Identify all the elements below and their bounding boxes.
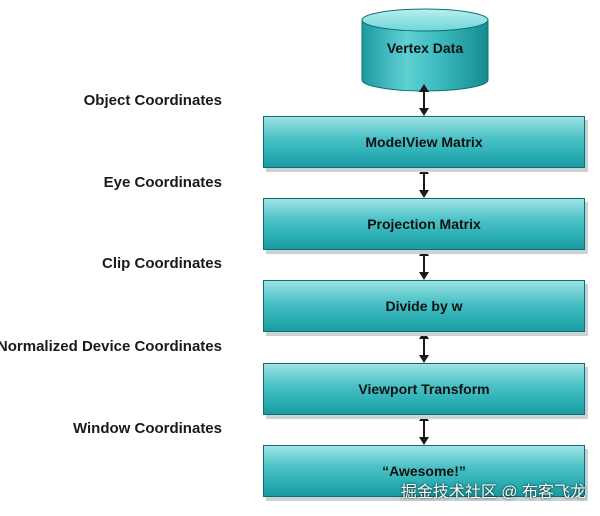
connector-arrow-1: [419, 84, 429, 116]
clip-coordinates-label: Clip Coordinates: [101, 255, 222, 272]
object-coordinates-label: Object Coordinates: [83, 92, 222, 109]
modelview-matrix-stage: ModelView Matrix: [263, 116, 585, 168]
vertex-data-database-icon: [361, 8, 489, 92]
connector-arrow-5: [419, 413, 429, 445]
projection-matrix-stage: Projection Matrix: [263, 198, 585, 250]
connector-arrow-3: [419, 248, 429, 280]
viewport-transform-stage: Viewport Transform: [263, 363, 585, 415]
connector-arrow-2: [419, 166, 429, 198]
awesome-output-stage: “Awesome!”: [263, 445, 585, 497]
eye-coordinates-label: Eye Coordinates: [103, 174, 222, 191]
connector-arrow-4: [419, 331, 429, 363]
vertex-data-label: Vertex Data: [386, 40, 464, 56]
normalized-device-coordinates-label: Normalized Device Coordinates: [0, 338, 222, 355]
watermark: 掘金技术社区 @ 布客飞龙: [400, 484, 586, 501]
divide-by-w-stage: Divide by w: [263, 280, 585, 332]
window-coordinates-label: Window Coordinates: [72, 420, 222, 437]
